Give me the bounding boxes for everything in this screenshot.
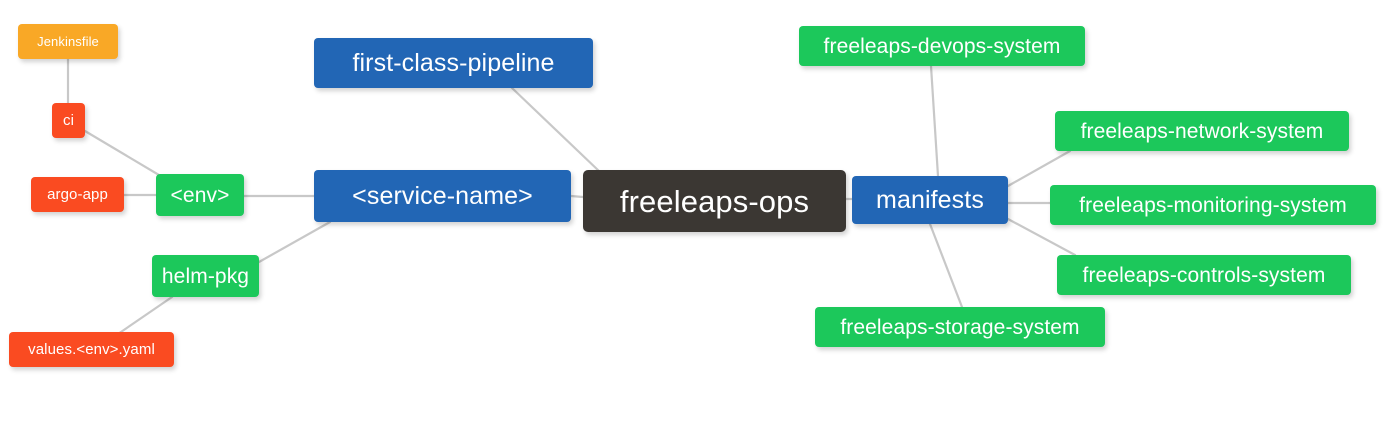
mindmap-node-ci[interactable]: ci bbox=[52, 103, 85, 138]
mindmap-edge-helm-pkg-to-values.<env>.yaml bbox=[116, 295, 174, 336]
mindmap-edge-manifests-to-devops-system bbox=[929, 64, 940, 178]
mindmap-node-storage-system[interactable]: freeleaps-storage-system bbox=[815, 307, 1105, 347]
mindmap-node-values-env-yaml[interactable]: values.<env>.yaml bbox=[9, 332, 174, 367]
mindmap-edge-env-to-ci bbox=[83, 129, 166, 180]
mindmap-edge-manifests-to-storage-system bbox=[928, 222, 964, 309]
mindmap-node-service-name[interactable]: <service-name> bbox=[314, 170, 571, 222]
mindmap-node-first-class-pipeline[interactable]: first-class-pipeline bbox=[314, 38, 593, 88]
mindmap-edge-service-name-to-helm-pkg bbox=[257, 220, 332, 264]
mindmap-edge-manifests-to-network-system bbox=[1006, 149, 1072, 188]
mindmap-node-manifests[interactable]: manifests bbox=[852, 176, 1008, 224]
mindmap-node-network-system[interactable]: freeleaps-network-system bbox=[1055, 111, 1349, 151]
mindmap-node-argo-app[interactable]: argo-app bbox=[31, 177, 124, 212]
mindmap-node-env[interactable]: <env> bbox=[156, 174, 244, 216]
mindmap-node-monitoring-system[interactable]: freeleaps-monitoring-system bbox=[1050, 185, 1376, 225]
mindmap-node-freeleaps-ops[interactable]: freeleaps-ops bbox=[583, 170, 846, 232]
mindmap-node-controls-system[interactable]: freeleaps-controls-system bbox=[1057, 255, 1351, 295]
mindmap-node-devops-system[interactable]: freeleaps-devops-system bbox=[799, 26, 1085, 66]
mindmap-node-jenkinsfile[interactable]: Jenkinsfile bbox=[18, 24, 118, 59]
mindmap-edge-freeleaps-ops-to-service-name bbox=[569, 194, 585, 199]
mindmap-node-helm-pkg[interactable]: helm-pkg bbox=[152, 255, 259, 297]
mindmap-edge-freeleaps-ops-to-first-class-pipeline bbox=[510, 86, 602, 174]
